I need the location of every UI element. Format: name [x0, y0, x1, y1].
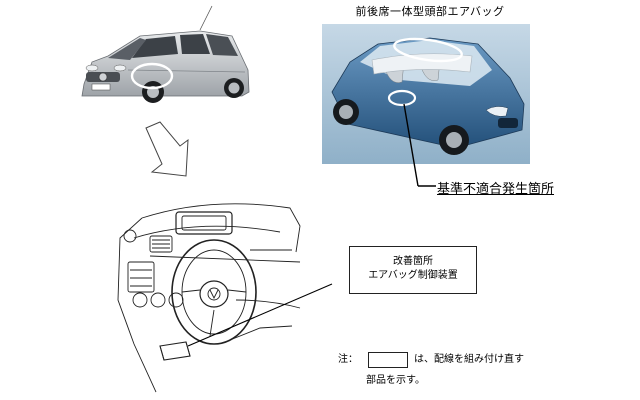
- silver-car-photo: [81, 5, 250, 103]
- note-line-2: 部品を示す。: [366, 375, 425, 386]
- note-prefix: 注：: [338, 354, 358, 365]
- down-arrow: [145, 121, 189, 177]
- note-text-1: は、配線を組み付け直す: [414, 354, 524, 365]
- note-legend-box: [368, 351, 408, 368]
- note-line-1: 注： は、配線を組み付け直す: [338, 350, 524, 368]
- airbag-car-photo: [322, 24, 530, 187]
- airbag-title: 前後席一体型頭部エアバッグ: [355, 5, 505, 18]
- improvement-title: 改善箇所: [393, 256, 433, 267]
- dashboard-drawing: [117, 203, 333, 393]
- defect-location-label: 基準不適合発生箇所: [437, 182, 555, 197]
- improvement-part: エアバッグ制御装置: [368, 270, 458, 281]
- improvement-box: 改善箇所 エアバッグ制御装置: [349, 246, 477, 294]
